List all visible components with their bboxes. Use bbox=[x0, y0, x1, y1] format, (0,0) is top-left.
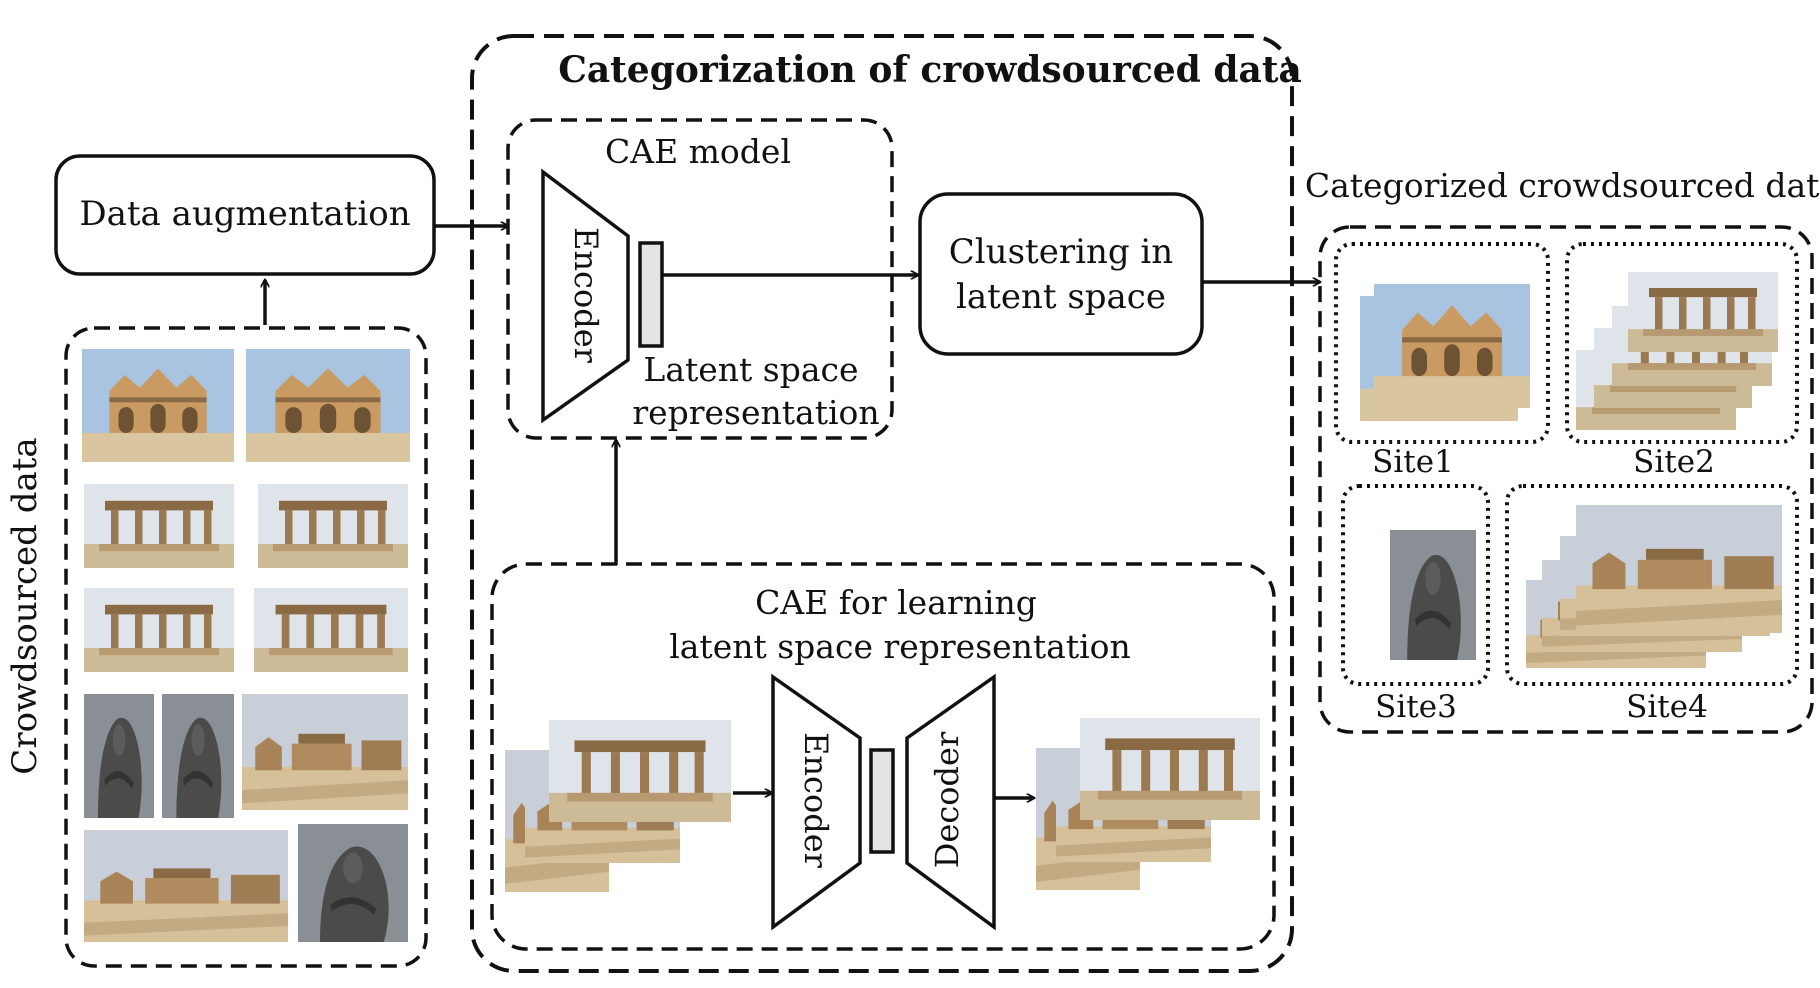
site3-cluster: Site3 bbox=[1341, 484, 1490, 725]
crowdsourced-data-panel: Crowdsourced data bbox=[5, 326, 428, 968]
data-augmentation-box: Data augmentation bbox=[54, 154, 436, 276]
input-image-stack bbox=[505, 720, 731, 892]
latent-vector bbox=[638, 241, 664, 348]
site4-cluster: Site4 bbox=[1505, 484, 1799, 725]
temple-photo bbox=[246, 349, 410, 462]
temple-complex-photo bbox=[84, 830, 288, 942]
cae-model-title: CAE model bbox=[605, 132, 791, 171]
training-encoder-shape bbox=[771, 673, 862, 931]
pavilion-photo bbox=[258, 484, 408, 568]
decoder-label: Decoder bbox=[928, 731, 966, 868]
cae-model-box: CAE model Encoder Latent space represent… bbox=[506, 118, 894, 440]
cae-training-box: CAE for learning latent space representa… bbox=[490, 562, 1276, 951]
training-title-line1: CAE for learning bbox=[755, 583, 1037, 622]
training-latent-vector bbox=[869, 748, 895, 854]
categorization-panel: Categorization of crowdsourced data bbox=[470, 34, 1302, 973]
temple-photo bbox=[82, 349, 234, 462]
latent-space-label: Latent space bbox=[643, 350, 858, 389]
sculpture-photo bbox=[162, 694, 234, 818]
site2-cluster: Site2 bbox=[1565, 242, 1799, 480]
site1-cluster: Site1 bbox=[1334, 242, 1550, 480]
sculpture-photo bbox=[298, 824, 408, 942]
training-title-line2: latent space representation bbox=[669, 627, 1131, 666]
encoder-shape bbox=[541, 168, 630, 424]
main-title: Categorization of crowdsourced data bbox=[558, 49, 1302, 91]
data-augmentation-label: Data augmentation bbox=[79, 194, 410, 234]
sculpture-photo bbox=[84, 694, 154, 818]
encoder-label: Encoder bbox=[567, 227, 605, 364]
crowdsourced-data-label: Crowdsourced data bbox=[5, 437, 45, 774]
clustering-label-line2: latent space bbox=[956, 277, 1166, 317]
training-encoder-label: Encoder bbox=[797, 732, 835, 869]
pavilion-photo bbox=[254, 588, 408, 672]
categorized-output-title: Categorized crowdsourced data bbox=[1305, 166, 1820, 205]
site2-label: Site2 bbox=[1633, 444, 1715, 480]
pavilion-photo bbox=[84, 588, 234, 672]
clustering-label-line1: Clustering in bbox=[949, 232, 1173, 272]
site1-label: Site1 bbox=[1372, 444, 1454, 480]
site3-label: Site3 bbox=[1375, 689, 1457, 725]
categorized-output-panel: Categorized crowdsourced data Site1 Site… bbox=[1305, 166, 1820, 734]
site4-label: Site4 bbox=[1626, 689, 1708, 725]
latent-representation-label: representation bbox=[632, 393, 879, 432]
clustering-box: Clustering in latent space bbox=[918, 192, 1204, 356]
reconstructed-image-stack bbox=[1036, 718, 1260, 890]
pavilion-photo bbox=[84, 484, 234, 568]
crowdsourced-photo-grid bbox=[82, 349, 410, 942]
decoder-shape bbox=[905, 673, 996, 931]
temple-complex-photo bbox=[242, 694, 408, 810]
